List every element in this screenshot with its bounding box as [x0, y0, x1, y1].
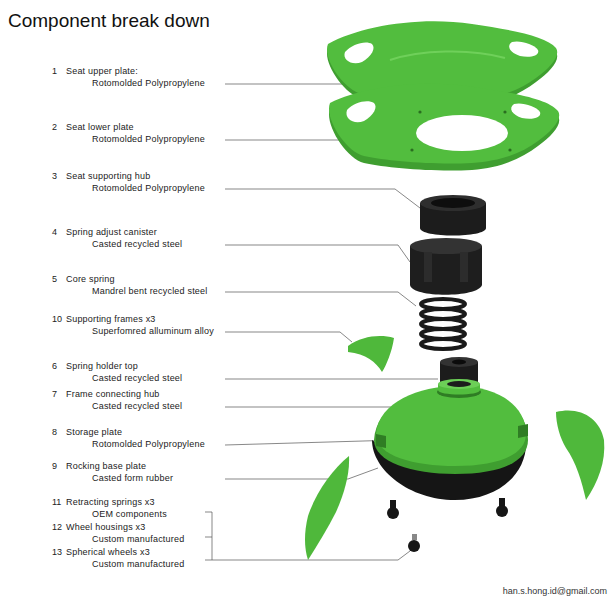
core-spring [421, 299, 465, 349]
part-name: Retracting springs x3 [66, 497, 155, 508]
seat-lower-plate [329, 84, 559, 171]
storage-plate [374, 379, 528, 474]
part-name: Spherical wheels x3 [66, 547, 150, 558]
supporting-frame [348, 336, 394, 372]
part-name: Storage plate [66, 427, 122, 438]
part-name: Supporting frames x3 [66, 314, 156, 325]
callout-number: 7 [52, 389, 57, 400]
material-note: Custom manufactured [92, 559, 184, 570]
part-name: Seat lower plate [66, 122, 134, 133]
material-note: Rotomolded Polypropylene [92, 439, 205, 450]
part-name: Core spring [66, 274, 115, 285]
callout-number: 9 [52, 461, 57, 472]
diagram-title: Component break down [8, 10, 210, 32]
material-note: Casted recycled steel [92, 239, 182, 250]
material-note: Rotomolded Polypropylene [92, 134, 205, 145]
callout-number: 2 [52, 122, 57, 133]
material-note: Custom manufactured [92, 534, 184, 545]
spring-adjust-canister [410, 238, 482, 295]
material-note: Casted recycled steel [92, 401, 182, 412]
spherical-wheels [387, 498, 508, 552]
material-note: Casted form rubber [92, 473, 173, 484]
callout-number: 6 [52, 361, 57, 372]
callout-number: 1 [52, 66, 57, 77]
callout-number: 3 [52, 171, 57, 182]
material-note: Rotomolded Polypropylene [92, 78, 205, 89]
part-name: Seat upper plate: [66, 66, 138, 77]
supporting-frame [556, 410, 604, 500]
part-name: Seat supporting hub [66, 171, 150, 182]
contact-email: han.s.hong.id@gmail.com [503, 586, 607, 597]
part-name: Wheel housings x3 [66, 522, 145, 533]
callout-number: 13 [52, 547, 62, 558]
material-note: Mandrel bent recycled steel [92, 286, 207, 297]
part-name: Frame connecting hub [66, 389, 160, 400]
material-note: Superfomred alluminum alloy [92, 326, 214, 337]
part-name: Spring holder top [66, 361, 138, 372]
callout-number: 4 [52, 227, 57, 238]
callout-number: 12 [52, 522, 62, 533]
callout-number: 5 [52, 274, 57, 285]
material-note: OEM components [92, 509, 167, 520]
material-note: Casted recycled steel [92, 373, 182, 384]
callout-number: 8 [52, 427, 57, 438]
supporting-frame [305, 456, 349, 560]
callout-number: 10 [52, 314, 62, 325]
callout-number: 11 [52, 497, 61, 508]
part-name: Spring adjust canister [66, 227, 157, 238]
seat-supporting-hub [420, 195, 486, 236]
material-note: Rotomolded Polypropylene [92, 183, 205, 194]
part-name: Rocking base plate [66, 461, 146, 472]
